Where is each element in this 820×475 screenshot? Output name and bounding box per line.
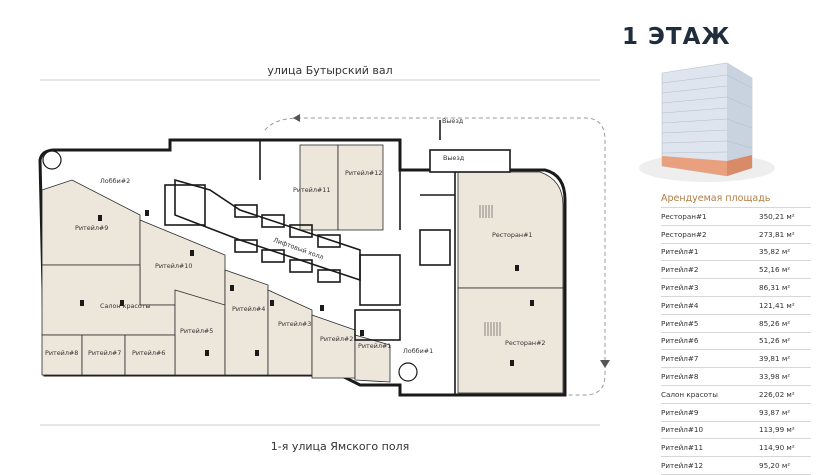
table-row: Ресторан#2 273,81 м² [661, 224, 811, 243]
label-retail10: Ритейл#10 [155, 262, 192, 270]
area-value: 35,82 м² [759, 247, 791, 257]
area-restaurant2 [457, 287, 564, 394]
label-retail6: Ритейл#6 [132, 349, 165, 357]
table-row: Ритейл#12 95,20 м² [661, 456, 811, 475]
area-name: Ресторан#2 [661, 229, 707, 239]
table-row: Ритейл#11 114,90 м² [661, 438, 811, 456]
floor-title: 1 ЭТАЖ [622, 24, 731, 50]
area-value: 95,20 м² [759, 461, 791, 471]
table-row: Ритейл#8 33,98 м² [661, 367, 811, 385]
area-retail6 [124, 334, 176, 376]
area-table-heading: Арендуемая площадь [661, 193, 771, 204]
area-name: Ритейл#1 [661, 247, 699, 257]
entrance-lobby1-door [398, 362, 418, 382]
area-name: Ритейл#4 [661, 300, 699, 310]
area-name: Ритейл#12 [661, 461, 704, 471]
label-retail4: Ритейл#4 [232, 305, 265, 313]
area-name: Ритейл#11 [661, 443, 704, 453]
area-value: 93,87 м² [759, 407, 791, 417]
label-exit-2: Выезд [443, 154, 465, 162]
area-name: Ресторан#1 [661, 211, 707, 221]
label-retail1: Ритейл#1 [358, 342, 391, 350]
table-row: Ритейл#1 35,82 м² [661, 242, 811, 261]
area-value: 113,99 м² [759, 425, 795, 435]
table-row: Ресторан#1 350,21 м² [661, 207, 811, 225]
label-retail8: Ритейл#8 [45, 349, 78, 357]
area-value: 121,41 м² [759, 300, 795, 310]
table-row: Ритейл#3 86,31 м² [661, 278, 811, 296]
label-lobby2: Лобби#2 [100, 177, 130, 185]
area-name: Ритейл#9 [661, 407, 699, 417]
area-name: Ритейл#7 [661, 354, 699, 364]
core-structure [164, 120, 511, 395]
area-value: 86,31 м² [759, 283, 791, 293]
label-retail12: Ритейл#12 [345, 169, 382, 177]
area-name: Ритейл#2 [661, 265, 699, 275]
area-name: Салон красоты [661, 389, 718, 399]
area-value: 85,26 м² [759, 318, 791, 328]
area-value: 114,90 м² [759, 443, 795, 453]
rental-areas [41, 144, 564, 394]
label-retail3: Ритейл#3 [278, 320, 311, 328]
area-value: 33,98 м² [759, 372, 791, 382]
floor-plan: Выезд Выезд Лобби#2 Лобби#1 Лифтовый хол… [38, 79, 610, 426]
area-value: 51,26 м² [759, 336, 791, 346]
table-row: Ритейл#7 39,81 м² [661, 349, 811, 367]
street-top-label: улица Бутырский вал [267, 64, 393, 77]
area-retail1 [354, 334, 391, 383]
area-name: Ритейл#5 [661, 318, 699, 328]
area-value: 226,02 м² [759, 389, 795, 399]
table-row: Ритейл#6 51,26 м² [661, 331, 811, 350]
label-lobby1: Лобби#1 [403, 347, 433, 355]
area-name: Ритейл#10 [661, 425, 704, 435]
label-retail11: Ритейл#11 [293, 186, 330, 194]
area-name: Ритейл#6 [661, 336, 699, 346]
columns [80, 210, 534, 366]
area-retail12 [337, 144, 384, 231]
table-row: Ритейл#9 93,87 м² [661, 402, 811, 421]
area-retail7 [81, 334, 126, 376]
driveway-route [264, 117, 606, 396]
label-retail9: Ритейл#9 [75, 224, 108, 232]
label-retail5: Ритейл#5 [180, 327, 213, 335]
label-restaurant1: Ресторан#1 [492, 231, 533, 239]
area-value: 52,16 м² [759, 265, 791, 275]
table-row: Ритейл#2 52,16 м² [661, 260, 811, 278]
entrance-lobby2-door [42, 150, 62, 170]
label-retail2: Ритейл#2 [320, 335, 353, 343]
stairs [479, 205, 501, 336]
table-row: Ритейл#5 85,26 м² [661, 313, 811, 332]
street-bottom-label: 1-я улица Ямского поля [270, 440, 410, 453]
label-restaurant2: Ресторан#2 [505, 339, 546, 347]
area-value: 273,81 м² [759, 229, 795, 239]
building-illustration [639, 62, 775, 182]
table-row: Салон красоты 226,02 м² [661, 384, 811, 403]
area-name: Ритейл#8 [661, 372, 699, 382]
label-exit-1: Выезд [442, 117, 464, 125]
area-name: Ритейл#3 [661, 283, 699, 293]
label-salon: Салон красоты [100, 302, 151, 310]
area-value: 39,81 м² [759, 354, 791, 364]
label-retail7: Ритейл#7 [88, 349, 121, 357]
area-restaurant1 [457, 171, 564, 289]
area-retail8 [41, 334, 83, 376]
area-value: 350,21 м² [759, 211, 795, 221]
table-row: Ритейл#10 113,99 м² [661, 420, 811, 439]
table-row: Ритейл#4 121,41 м² [661, 295, 811, 314]
